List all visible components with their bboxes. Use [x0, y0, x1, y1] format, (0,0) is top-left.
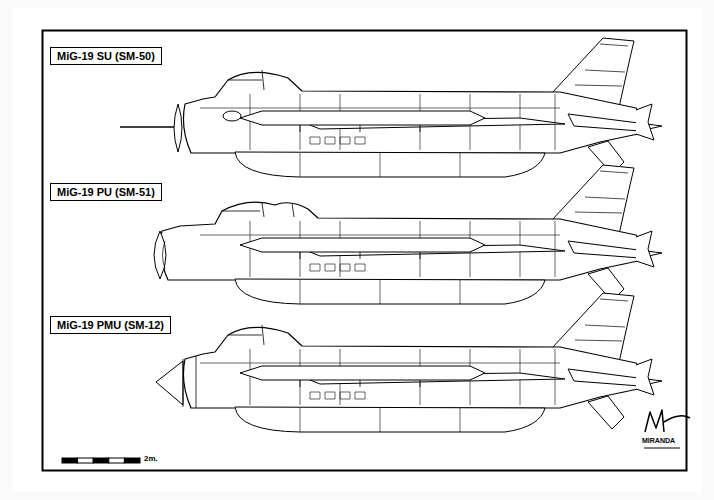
scale-bar [62, 458, 78, 463]
access-panel [340, 264, 350, 271]
access-panel [325, 264, 335, 271]
pylon [420, 252, 421, 259]
access-panel [310, 392, 320, 399]
paper [12, 8, 702, 492]
underwing-pod [240, 238, 485, 252]
logo-text: MIRANDA [642, 437, 675, 444]
aircraft-side-view [156, 293, 662, 432]
pylon [300, 125, 301, 132]
sheet-border [43, 31, 687, 471]
variant-title: MiG-19 SU (SM-50) [57, 49, 155, 63]
panel-line [555, 94, 556, 150]
exhaust-nozzle [636, 104, 654, 140]
access-panel [310, 137, 320, 144]
nose-frame [183, 356, 196, 408]
fin-detail [575, 44, 628, 86]
canopy-frame [222, 203, 294, 217]
scale-bar [78, 458, 94, 463]
panel-line [200, 363, 560, 364]
tank-detail [300, 280, 460, 304]
access-panel [355, 137, 365, 144]
panel-line [250, 349, 251, 405]
exhaust-nozzle [636, 359, 654, 395]
variant-title-box: MiG-19 PMU (SM-12) [50, 316, 171, 334]
fin-detail [575, 299, 628, 341]
pylon [420, 380, 421, 387]
fin-detail [575, 171, 628, 213]
pylon [360, 380, 361, 387]
scale-bar [124, 458, 140, 463]
access-panel [355, 264, 365, 271]
panel-line [200, 108, 560, 109]
canopy-frame [228, 325, 264, 345]
air-intake [154, 231, 166, 279]
scale-label: 2m. [144, 454, 158, 463]
pylon [360, 252, 361, 259]
pylon [300, 252, 301, 259]
logo-signature [645, 410, 690, 432]
panel-line [200, 235, 560, 236]
variant-title-box: MiG-19 SU (SM-50) [50, 47, 162, 65]
ventral-tank [235, 152, 545, 177]
panel-line [250, 94, 251, 150]
fuselage [183, 72, 646, 153]
underwing-pod [240, 366, 485, 380]
ventral-tank [235, 407, 545, 432]
panel-line [250, 221, 251, 277]
access-panel [325, 137, 335, 144]
access-panel [325, 392, 335, 399]
access-panel [340, 137, 350, 144]
aircraft-side-view [154, 165, 662, 304]
panel-line [555, 221, 556, 277]
variant-title-box: MiG-19 PU (SM-51) [50, 183, 162, 201]
scale-bar [93, 458, 109, 463]
access-panel [340, 392, 350, 399]
pylon [360, 125, 361, 132]
panel-line [555, 349, 556, 405]
gun-port [223, 111, 241, 121]
pitot-tube [120, 126, 180, 127]
tank-detail [300, 153, 460, 177]
logo-underline [644, 448, 680, 449]
tank-detail [300, 408, 460, 432]
access-panel [310, 264, 320, 271]
nose-detail [163, 241, 166, 269]
fuselage [183, 327, 646, 408]
ventral-tank [235, 279, 545, 304]
air-intake [174, 104, 182, 152]
exhaust-nozzle [636, 231, 654, 267]
aircraft-side-view [120, 38, 662, 177]
pylon [420, 125, 421, 132]
variant-title: MiG-19 PMU (SM-12) [57, 318, 164, 332]
underwing-pod [240, 111, 485, 125]
fuselage [160, 202, 646, 280]
variant-title: MiG-19 PU (SM-51) [57, 185, 155, 199]
radome [156, 361, 183, 405]
pylon [300, 380, 301, 387]
ventral-fin [588, 396, 624, 429]
scale-bar [109, 458, 125, 463]
canopy-frame [228, 70, 264, 90]
access-panel [355, 392, 365, 399]
